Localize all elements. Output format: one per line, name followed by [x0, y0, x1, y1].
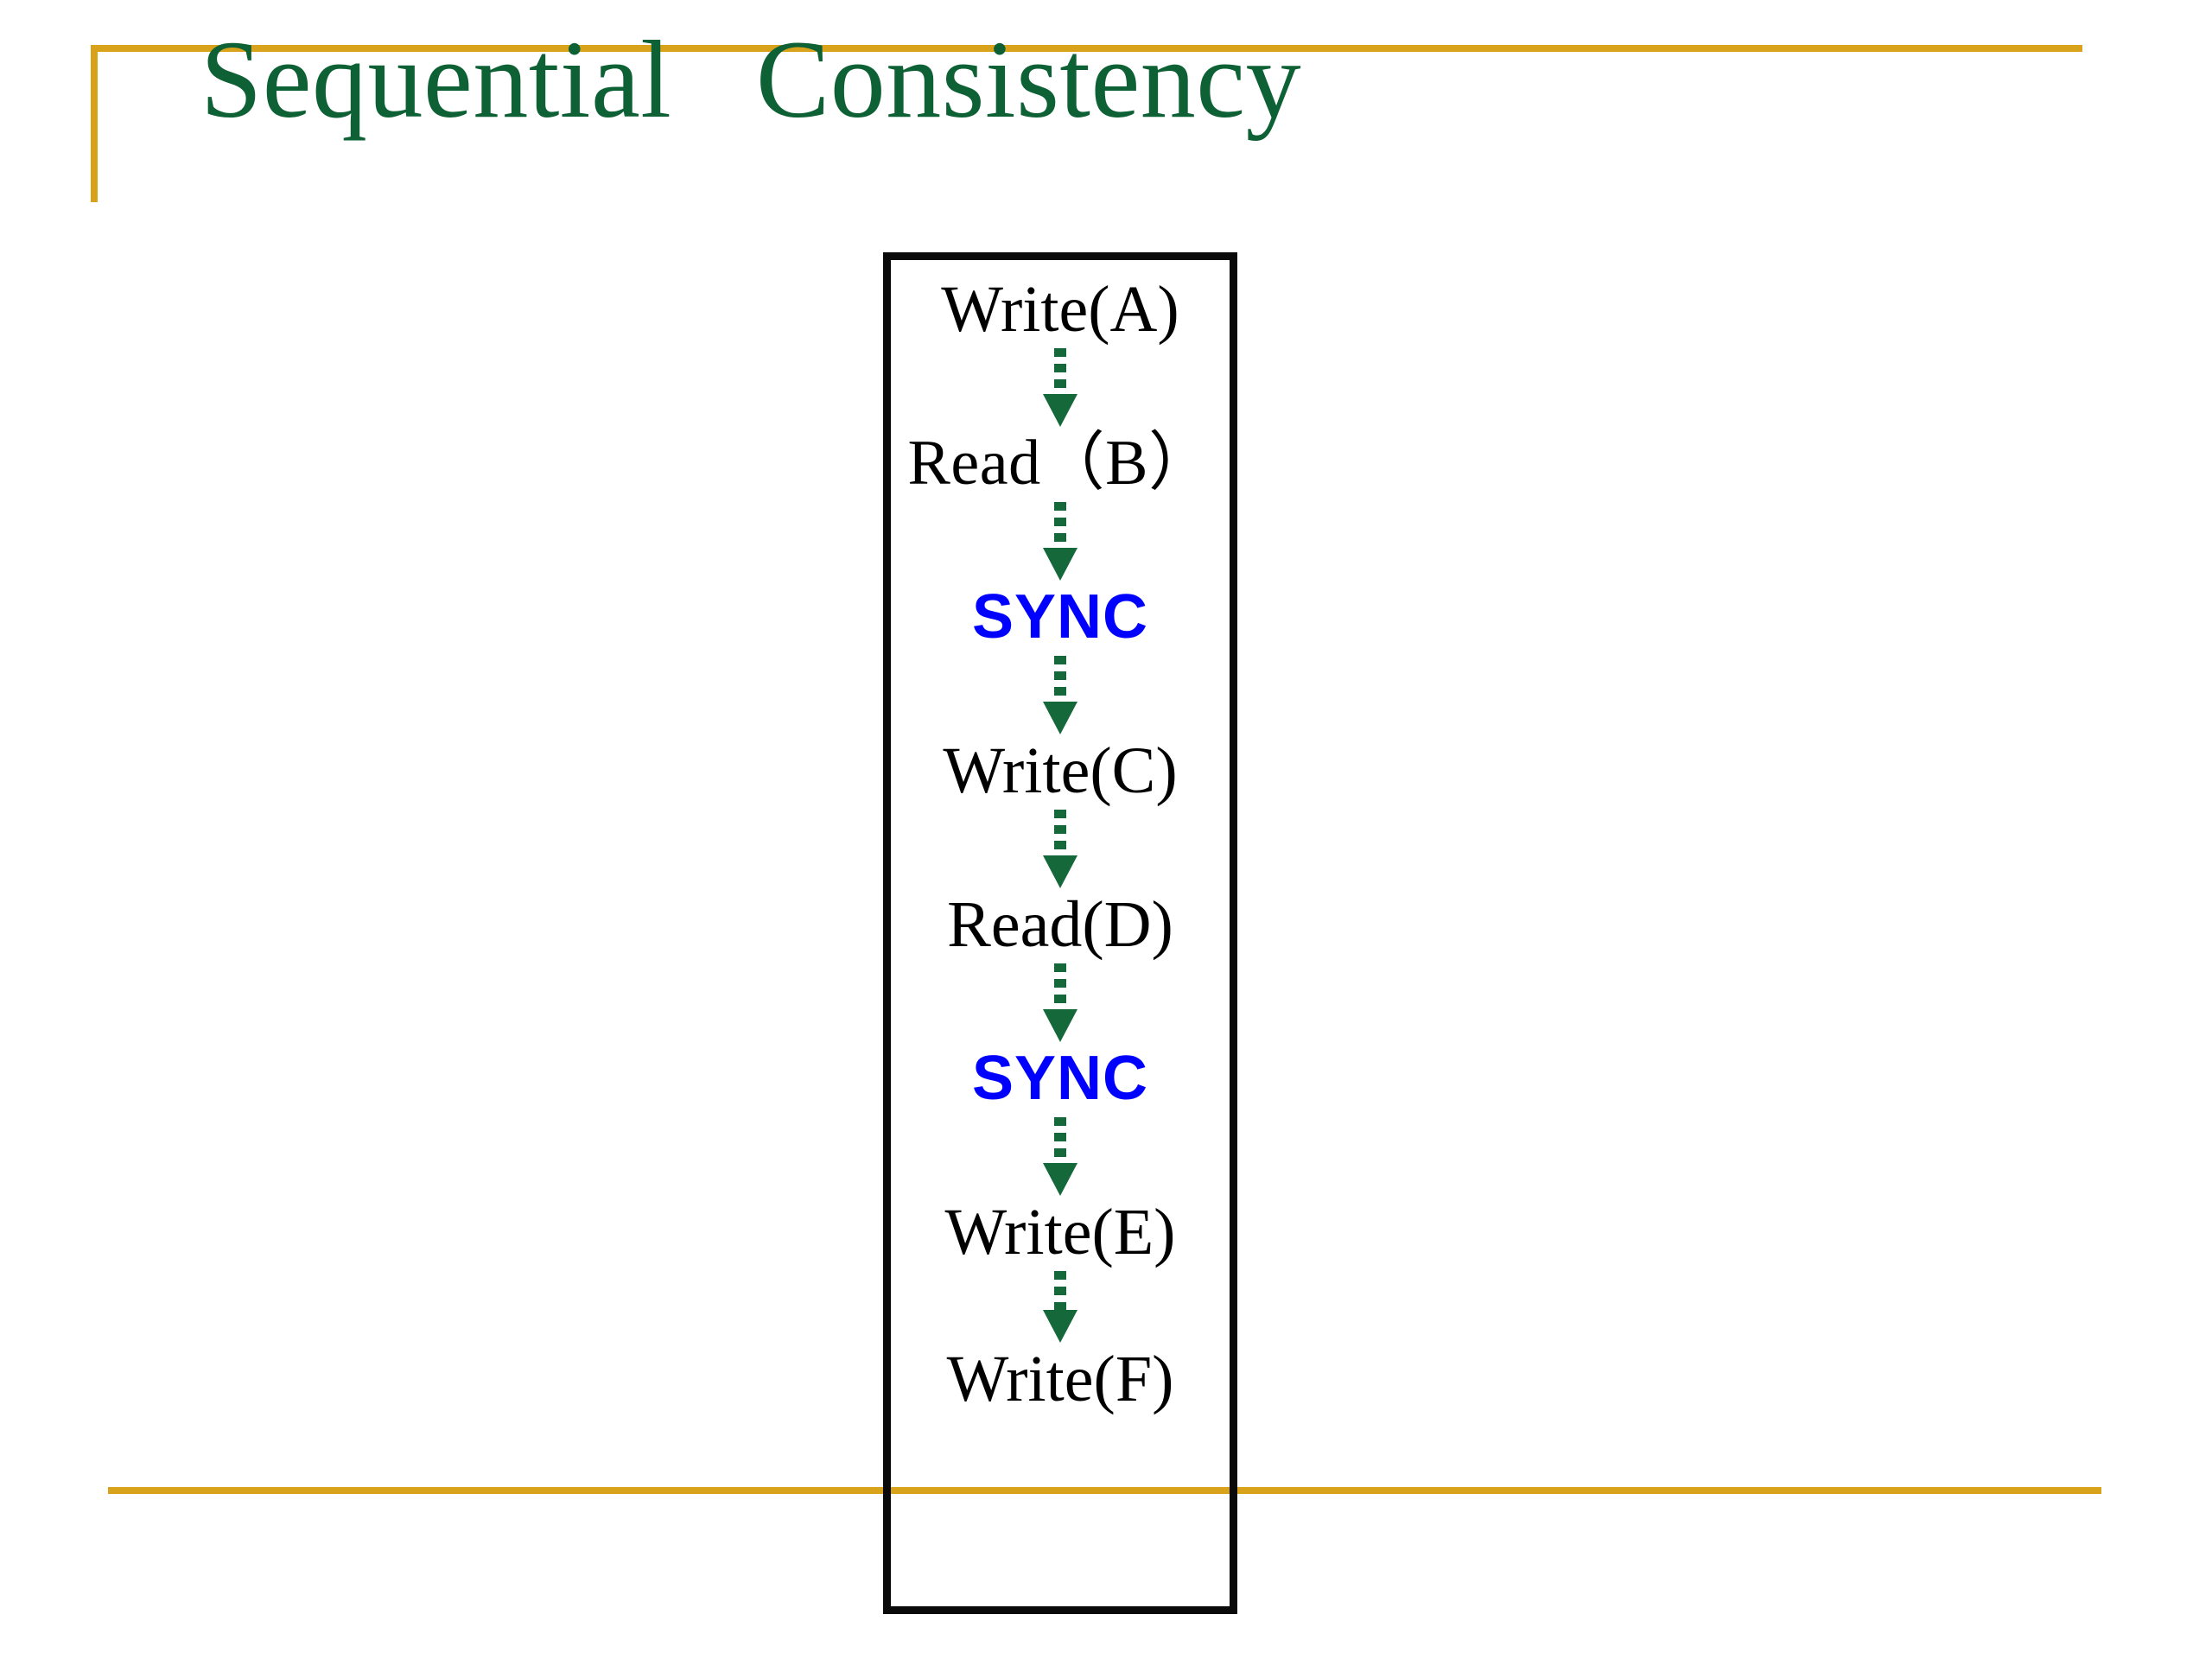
arrow-head-triangle: [1043, 394, 1077, 427]
arrow-head-triangle: [1043, 1009, 1077, 1042]
sync-barrier-1: SYNC: [971, 582, 1149, 652]
program-order-arrow-2: [1043, 500, 1077, 581]
arrow-shaft-dotted: [1054, 502, 1066, 550]
operation-write-f: Write(F): [946, 1343, 1174, 1415]
arrow-shaft-dotted: [1054, 656, 1066, 704]
program-order-arrow-4: [1043, 808, 1077, 888]
arrow-shaft-dotted: [1054, 963, 1066, 1012]
operation-write-e: Write(E): [944, 1196, 1176, 1268]
operation-read-d: Read(D): [947, 888, 1173, 961]
gold-bracket-horizontal-rule: [91, 45, 2082, 52]
operation-write-a: Write(A): [941, 273, 1179, 346]
arrow-head-triangle: [1043, 548, 1077, 581]
arrow-head-triangle: [1043, 855, 1077, 888]
program-order-arrow-3: [1043, 654, 1077, 734]
page-title: Sequential Consistency: [200, 18, 1302, 141]
operation-write-c: Write(C): [943, 734, 1178, 807]
program-order-arrow-5: [1043, 962, 1077, 1042]
arrow-shaft-dotted: [1054, 1271, 1066, 1313]
processor-sequence-box: Write(A) Read（B） SYNC Write(C) Read(D) S…: [883, 252, 1237, 1614]
arrow-head-triangle: [1043, 702, 1077, 734]
arrow-head-triangle: [1043, 1310, 1077, 1343]
gold-footer-rule: [108, 1487, 2101, 1494]
arrow-shaft-dotted: [1054, 348, 1066, 397]
arrow-shaft-dotted: [1054, 810, 1066, 858]
program-order-arrow-6: [1043, 1116, 1077, 1196]
arrow-head-triangle: [1043, 1163, 1077, 1196]
program-order-arrow-7: [1043, 1269, 1077, 1343]
program-order-arrow-1: [1043, 346, 1077, 427]
sync-barrier-2: SYNC: [971, 1044, 1149, 1113]
arrow-shaft-dotted: [1054, 1117, 1066, 1166]
operation-read-b: Read（B）: [907, 428, 1213, 499]
gold-bracket-vertical-rule: [91, 45, 98, 202]
